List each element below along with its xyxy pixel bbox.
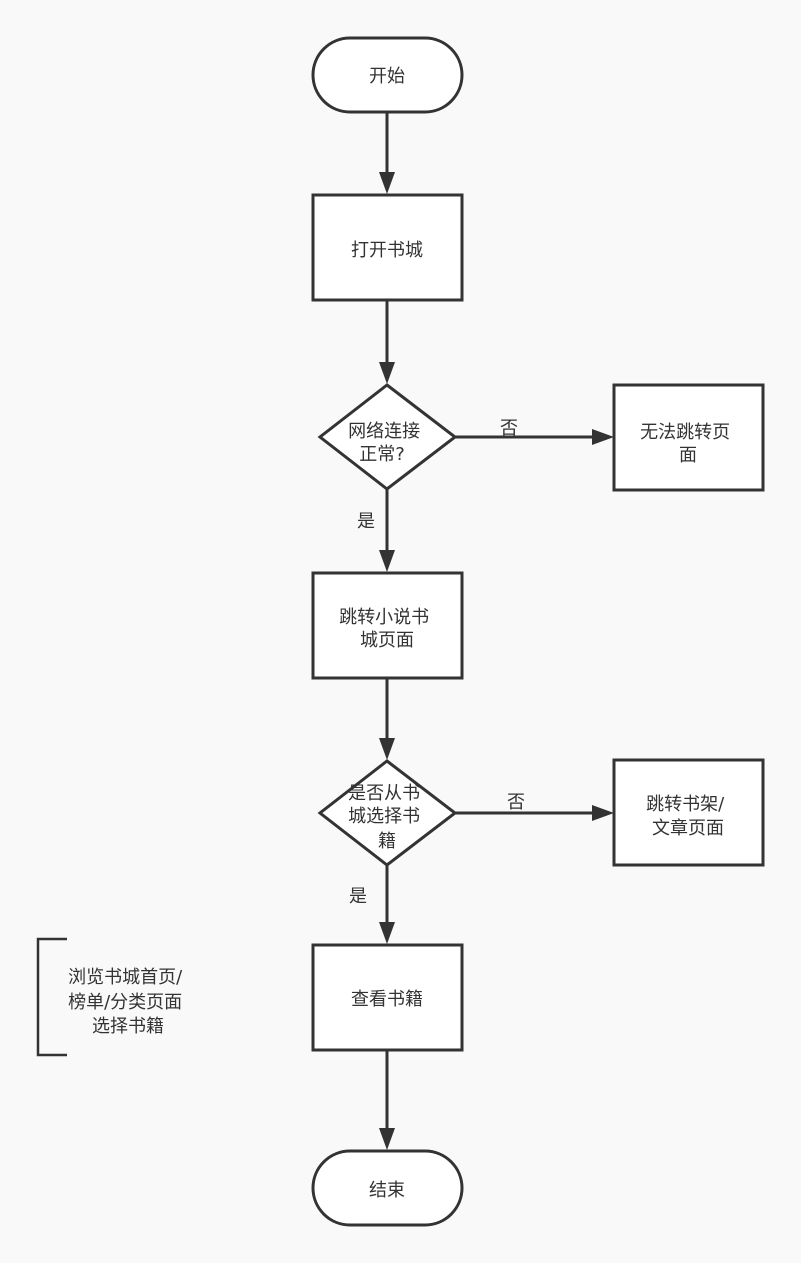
node-view-book-label: 查看书籍 xyxy=(351,989,423,1010)
connector-start-to-open xyxy=(379,112,395,194)
node-jump-shelf[interactable]: 跳转书架/ 文章页面 xyxy=(612,758,765,867)
annotation-line-3: 选择书籍 xyxy=(92,1016,164,1037)
node-start-label: 开始 xyxy=(369,66,405,87)
node-end-label: 结束 xyxy=(369,1180,405,1201)
edge-label-network-yes: 是 xyxy=(357,511,375,532)
node-jump-store-line-1: 跳转小说书 xyxy=(339,607,429,628)
node-jump-store-label: 跳转小说书 城页面 xyxy=(339,607,435,651)
node-cannot-jump-label: 无法跳转页 面 xyxy=(640,422,736,466)
node-jump-shelf-line-1: 跳转书架/ xyxy=(646,794,725,815)
node-end[interactable]: 结束 xyxy=(311,1149,464,1227)
node-choose-line-2: 城选择书 xyxy=(348,806,420,827)
node-open-store[interactable]: 打开书城 xyxy=(311,193,464,302)
node-view-book[interactable]: 查看书籍 xyxy=(311,943,464,1052)
node-cannot-jump-line-1: 无法跳转页 xyxy=(640,422,730,443)
annotation-line-2: 榜单/分类页面 xyxy=(68,992,182,1013)
node-network-ok-label: 网络连接 正常? xyxy=(348,421,426,465)
node-cannot-jump-line-2: 面 xyxy=(679,445,697,466)
connector-open-to-network xyxy=(379,300,395,384)
node-jump-store-line-2: 城页面 xyxy=(360,630,414,651)
edge-label-network-no: 否 xyxy=(500,418,518,439)
connector-view-to-end xyxy=(379,1050,395,1150)
node-jump-store[interactable]: 跳转小说书 城页面 xyxy=(311,571,464,680)
node-start[interactable]: 开始 xyxy=(311,36,464,114)
connector-jump-to-choose xyxy=(379,678,395,760)
annotation-text: 浏览书城首页/ 榜单/分类页面 选择书籍 xyxy=(68,967,188,1037)
node-choose-line-1: 是否从书 xyxy=(348,783,420,804)
node-choose-from-store[interactable]: 是否从书 城选择书 籍 xyxy=(317,759,458,867)
annotation-note: 浏览书城首页/ 榜单/分类页面 选择书籍 xyxy=(36,937,188,1057)
node-jump-shelf-label: 跳转书架/ 文章页面 xyxy=(646,794,730,839)
edge-label-choose-no: 否 xyxy=(507,792,525,813)
edge-label-choose-yes: 是 xyxy=(349,886,367,907)
node-network-ok-line-1: 网络连接 xyxy=(348,421,420,442)
annotation-line-1: 浏览书城首页/ xyxy=(68,967,183,988)
node-network-ok[interactable]: 网络连接 正常? xyxy=(317,383,458,491)
connector-choose-yes xyxy=(379,865,395,944)
connector-choose-no xyxy=(455,805,614,821)
connector-network-no xyxy=(455,429,614,445)
node-choose-line-3: 籍 xyxy=(378,831,396,852)
node-choose-from-store-label: 是否从书 城选择书 籍 xyxy=(348,783,426,852)
node-cannot-jump[interactable]: 无法跳转页 面 xyxy=(612,383,765,492)
annotation-bracket xyxy=(36,937,67,1057)
connector-network-yes xyxy=(379,489,395,572)
node-open-store-label: 打开书城 xyxy=(351,240,423,261)
node-network-ok-line-2: 正常? xyxy=(359,444,405,465)
node-jump-shelf-line-2: 文章页面 xyxy=(652,818,724,839)
